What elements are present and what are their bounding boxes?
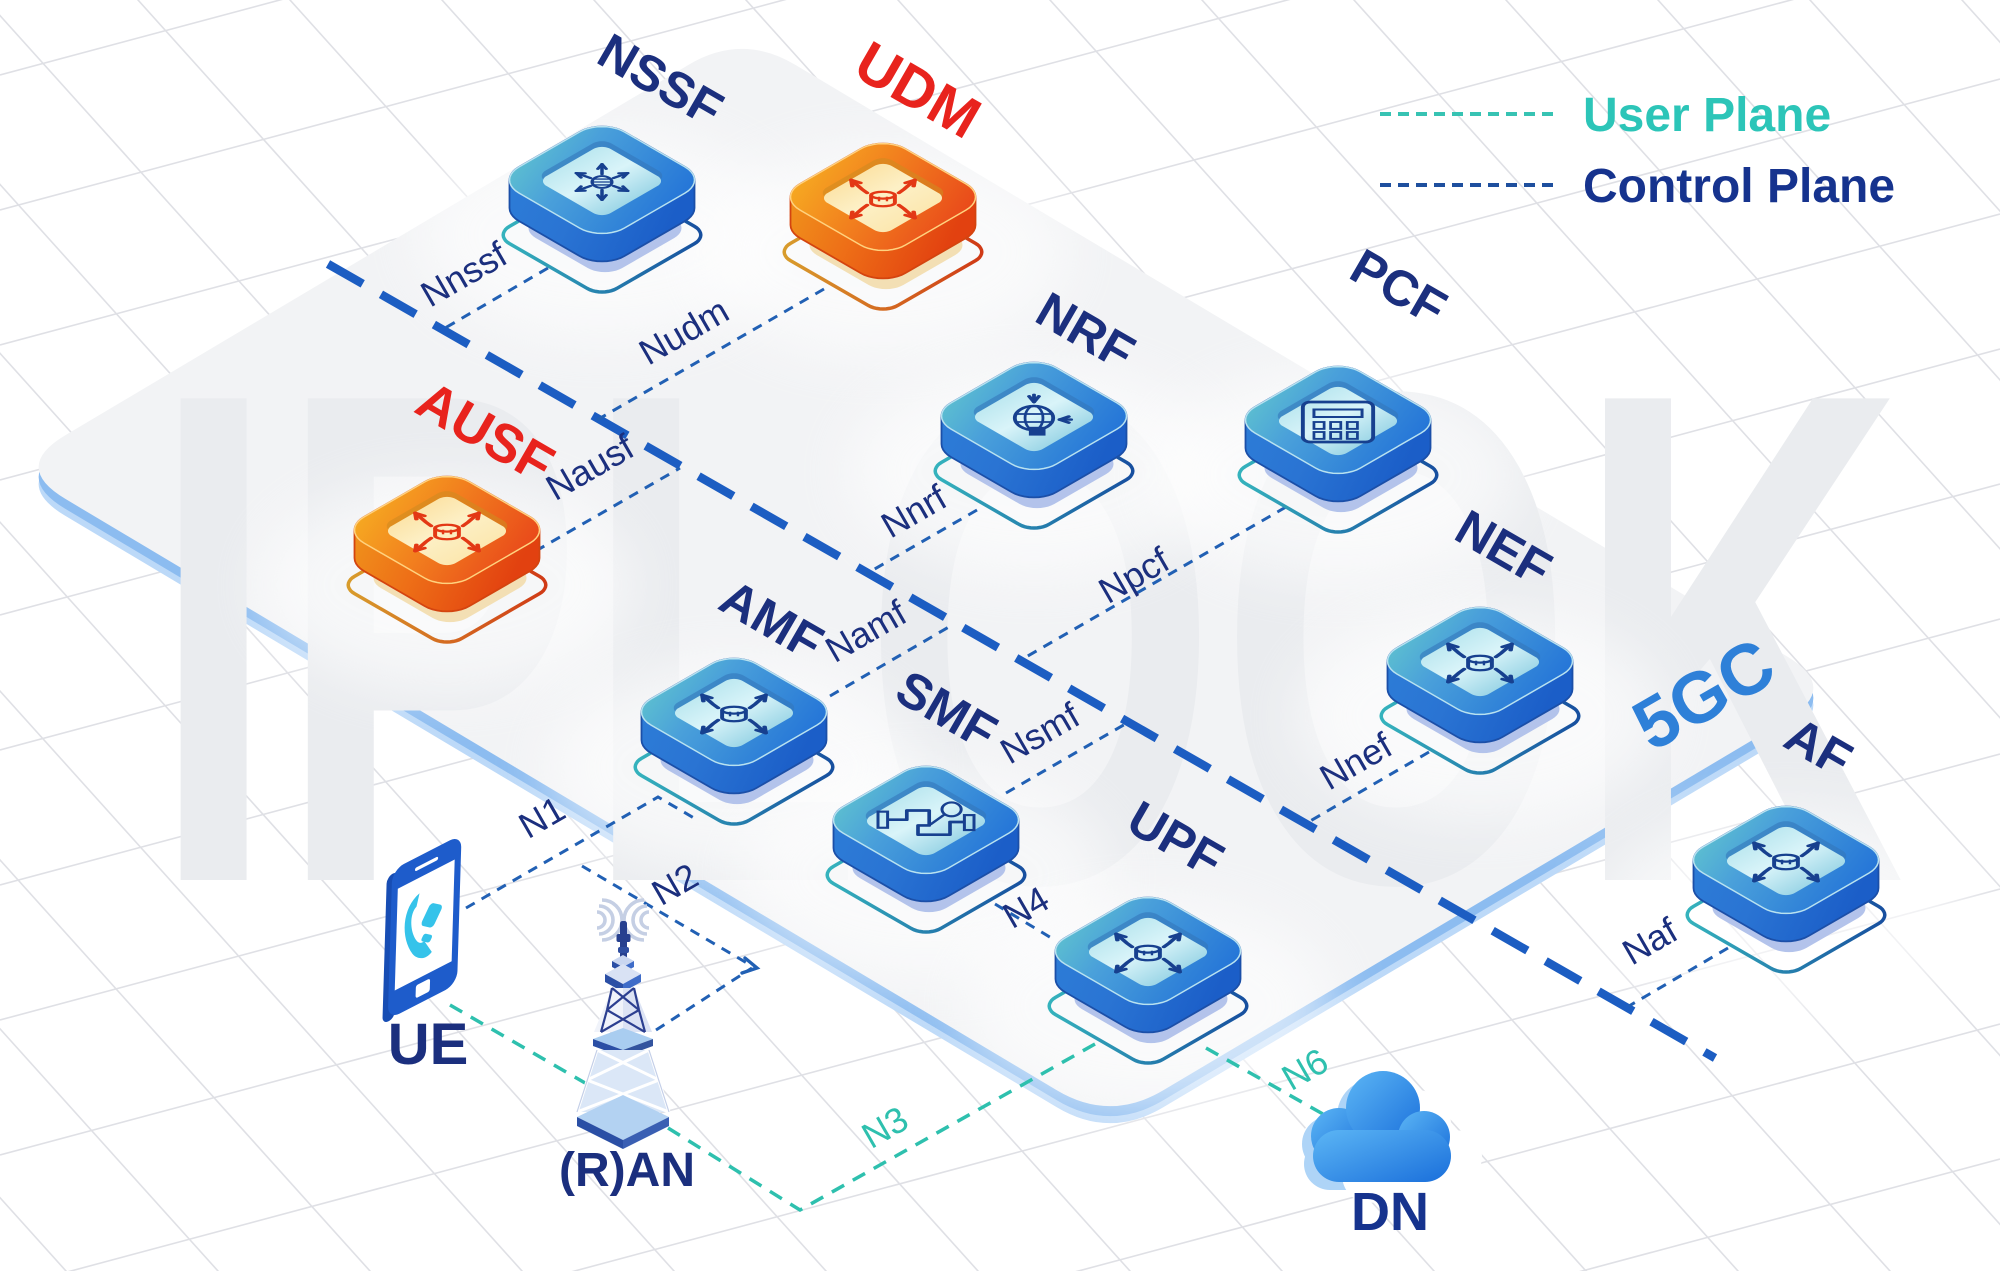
svg-text:User Plane: User Plane [1583,89,1831,142]
svg-text:Control Plane: Control Plane [1583,160,1895,213]
svg-text:(R)AN: (R)AN [559,1144,695,1197]
svg-text:UE: UE [388,1012,469,1077]
svg-text:DN: DN [1351,1182,1429,1242]
